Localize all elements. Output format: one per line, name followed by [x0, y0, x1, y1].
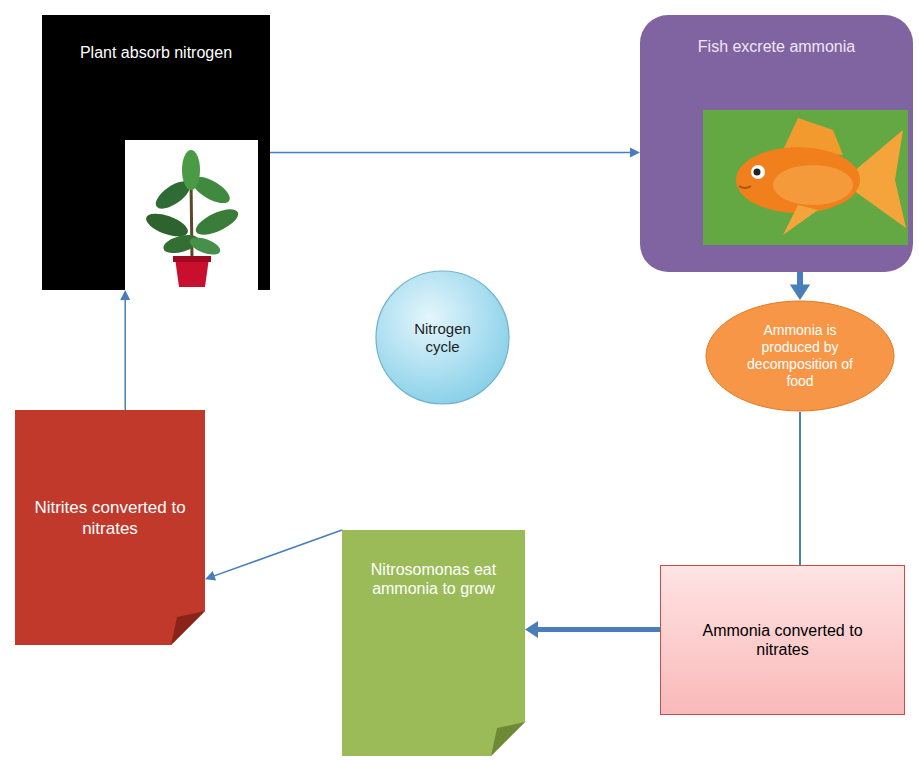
- node-text: Ammonia converted to nitrates: [675, 621, 890, 659]
- plant-leaf: [188, 234, 223, 258]
- text-area: Nitrosomonas eat ammonia to grow: [342, 530, 525, 756]
- connector-line: [270, 152, 631, 154]
- text-area: Ammonia is produced by decomposition of …: [734, 317, 867, 395]
- arrowhead: [790, 284, 810, 300]
- fish-eye: [751, 165, 765, 179]
- note-box: Nitrites converted to nitrates: [15, 410, 205, 645]
- node-text: Fish excrete ammonia: [698, 37, 855, 56]
- image-ground: [125, 140, 258, 290]
- connector: [800, 412, 801, 565]
- node-text: Ammonia is produced by decomposition of …: [734, 322, 867, 389]
- fish-body: [736, 147, 860, 213]
- text-area: Ammonia converted to nitrates: [661, 566, 904, 714]
- plant-box: Plant absorb nitrogen: [42, 15, 270, 290]
- connector: [205, 530, 342, 581]
- arrowhead: [525, 621, 538, 638]
- folded-note-shape: [342, 530, 525, 756]
- fish-mouth: [739, 186, 751, 188]
- text-area: Nitrogen cycle: [395, 290, 490, 385]
- process-box: Ammonia converted to nitrates: [660, 565, 905, 715]
- connector-line: [797, 272, 803, 285]
- connector-line: [124, 299, 126, 410]
- folded-corner: [491, 722, 525, 756]
- fish-illustration: [703, 110, 908, 245]
- fish-box: Fish excrete ammonia: [640, 15, 913, 272]
- connector-line: [537, 627, 660, 632]
- connector: [790, 272, 810, 300]
- fish-tail: [853, 130, 906, 228]
- process-ellipse: Ammonia is produced by decomposition of …: [705, 300, 895, 412]
- circle-shape: [376, 271, 509, 404]
- arrowhead: [630, 148, 640, 158]
- node-text: Plant absorb nitrogen: [80, 43, 232, 62]
- title-circle: Nitrogen cycle: [375, 270, 510, 405]
- connector-line: [213, 530, 342, 576]
- plant-pot: [175, 258, 209, 287]
- fish-fin: [783, 205, 818, 235]
- fish-belly: [773, 165, 853, 205]
- fish-pupil: [754, 169, 761, 176]
- connector: [120, 290, 130, 410]
- connector-line: [799, 412, 801, 565]
- ellipse-shape: [706, 301, 894, 411]
- connector: [270, 148, 640, 158]
- node-text: Nitrogen cycle: [395, 320, 490, 356]
- folded-note-shape: [15, 410, 205, 645]
- pot-rim: [173, 256, 211, 262]
- plant-leaf: [192, 204, 241, 240]
- node-text: Nitrosomonas eat ammonia to grow: [356, 560, 511, 598]
- folded-corner: [171, 611, 205, 645]
- text-area: Nitrites converted to nitrates: [15, 410, 205, 645]
- arrowhead: [120, 290, 130, 300]
- plant-leaf: [182, 150, 200, 190]
- note-box: Nitrosomonas eat ammonia to grow: [342, 530, 525, 756]
- node-text: Nitrites converted to nitrates: [29, 498, 191, 539]
- connector: [525, 621, 660, 638]
- image-ground: [703, 110, 908, 245]
- plant-illustration: [125, 140, 258, 290]
